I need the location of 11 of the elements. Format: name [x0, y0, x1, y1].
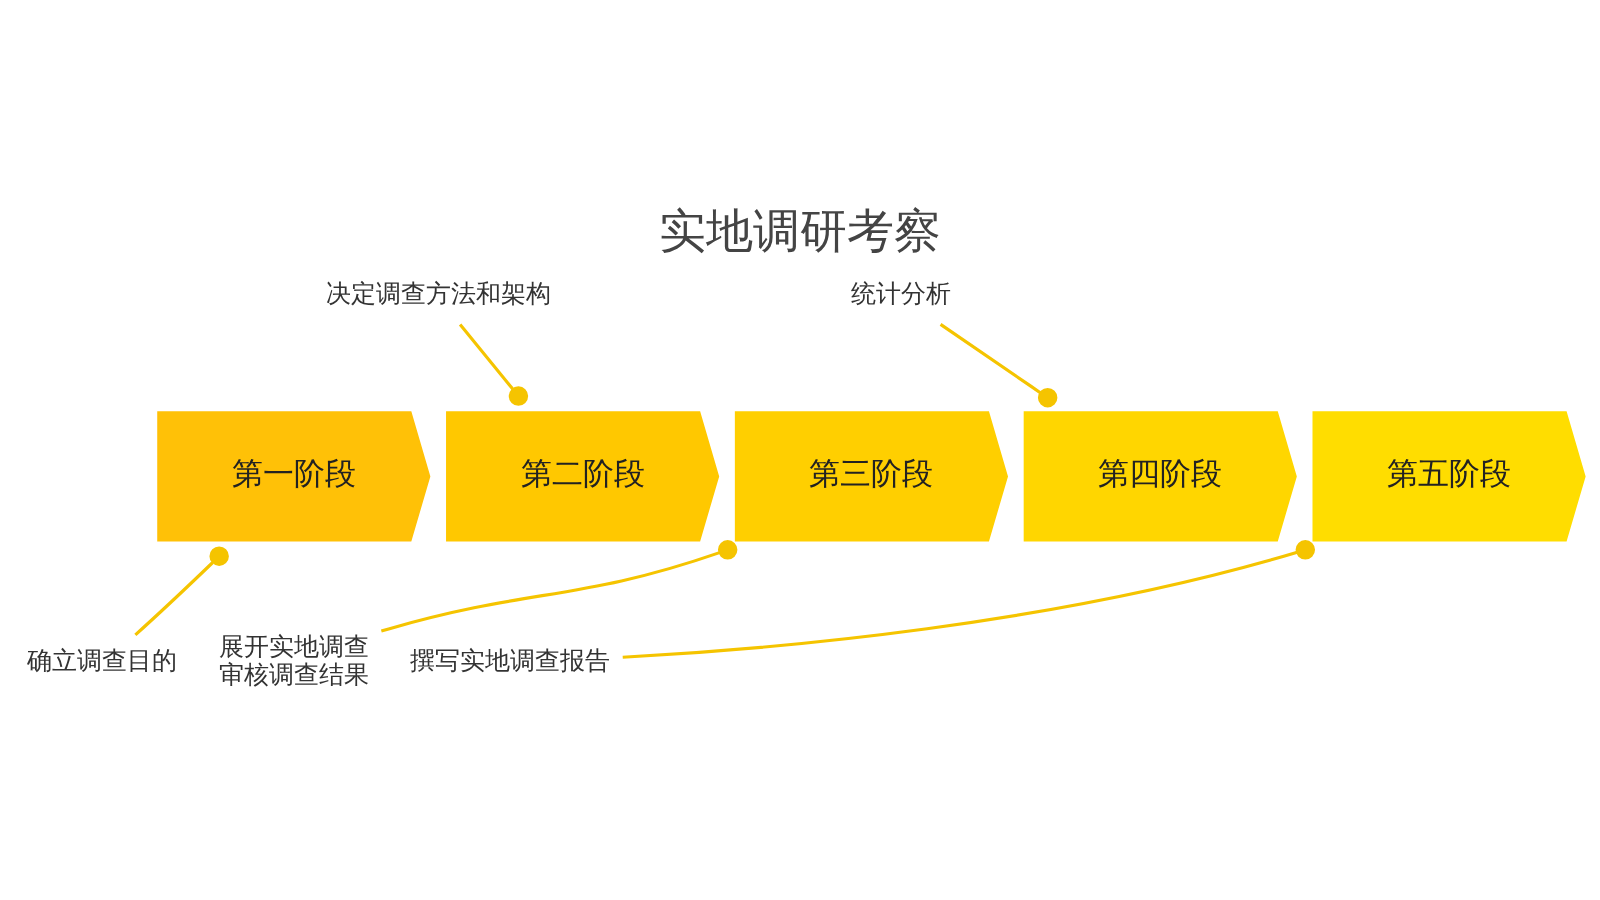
diagram-title: 实地调研考察: [659, 202, 941, 258]
connector: [134, 546, 229, 636]
node-text: 统计分析: [851, 278, 952, 308]
connector: [939, 322, 1058, 407]
connector: [622, 539, 1316, 659]
connector: [458, 322, 529, 406]
node-text: 决定调查方法和架构: [325, 278, 551, 308]
node-text: 展开实地调查 审核调查结果: [218, 631, 369, 689]
connector: [380, 539, 738, 633]
node-text: 确立调查目的: [27, 645, 178, 675]
node-text: 撰写实地调查报告: [410, 645, 611, 675]
